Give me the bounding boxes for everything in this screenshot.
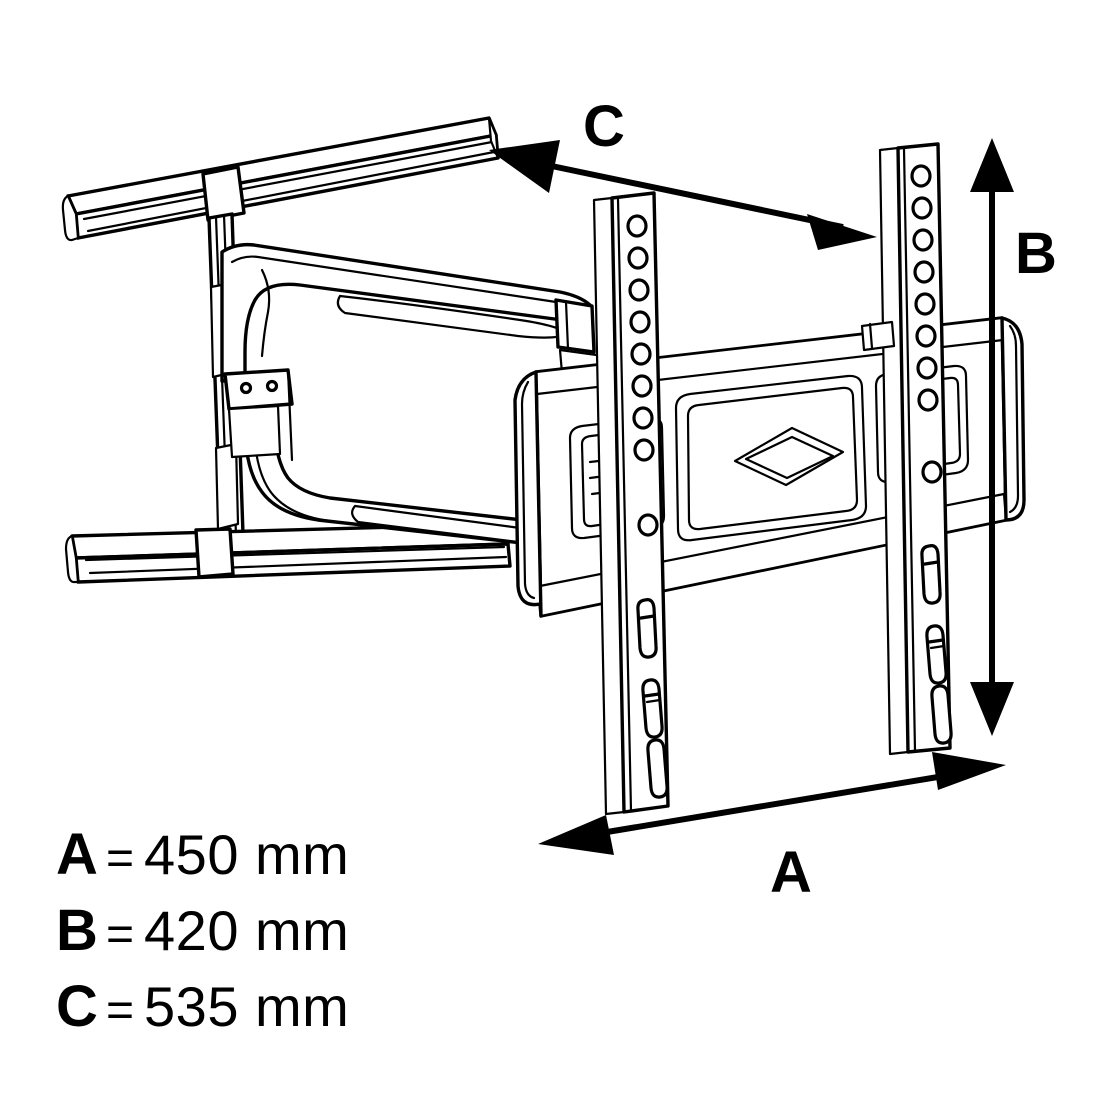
wall-plate-tab [860, 320, 896, 352]
legend-value-b: 420 mm [144, 899, 350, 962]
dimension-legend: A = 450 mm B = 420 mm C = 535 mm [56, 826, 476, 1054]
dimension-label-b: B [1015, 221, 1057, 286]
tv-bracket-top-bar [61, 116, 500, 242]
legend-row-b: B = 420 mm [56, 902, 476, 978]
vesa-rail-left [592, 191, 670, 816]
arm-end-block [554, 298, 608, 380]
legend-equals-b: = [106, 908, 135, 961]
dimension-label-c: C [583, 94, 625, 159]
hinge-plate [223, 368, 294, 462]
legend-equals-a: = [106, 832, 135, 885]
dimension-arrow-c [489, 140, 877, 250]
dimension-arrow-a [538, 752, 1006, 855]
legend-value-a: 450 mm [144, 823, 350, 886]
legend-value-c: 535 mm [144, 975, 350, 1038]
legend-equals-c: = [106, 984, 135, 1037]
legend-key-b: B [56, 898, 98, 963]
diamond-emblem [733, 426, 845, 487]
legend-key-a: A [56, 822, 98, 887]
dimension-arrow-b [970, 138, 1014, 736]
legend-key-c: C [56, 974, 98, 1039]
tv-bracket-bottom-bar [64, 522, 512, 584]
legend-row-c: C = 535 mm [56, 978, 476, 1054]
dimension-label-a: A [770, 840, 812, 905]
legend-row-a: A = 450 mm [56, 826, 476, 902]
vesa-rail-right [878, 142, 953, 756]
articulating-arm-upper [220, 242, 594, 383]
